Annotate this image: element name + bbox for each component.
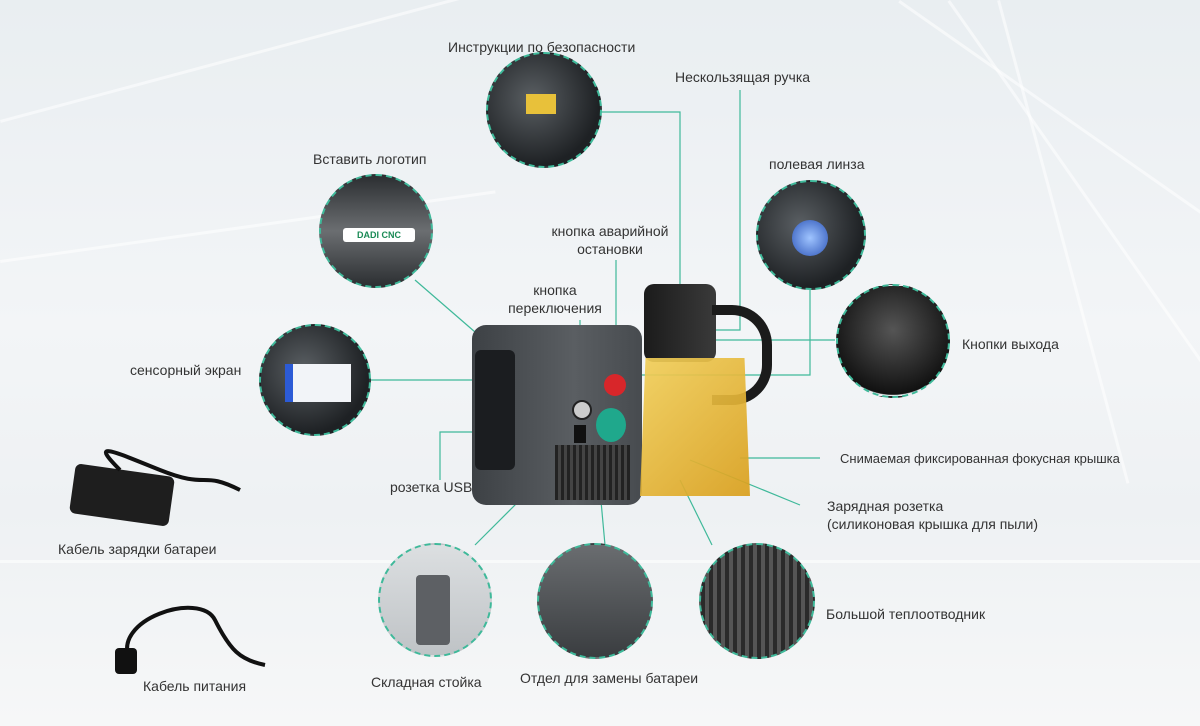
label-touchscreen: сенсорный экран bbox=[130, 362, 242, 378]
logo-detail: DADI CNC bbox=[319, 174, 433, 288]
label-emergency-stop-line1: кнопка аварийной bbox=[551, 223, 669, 239]
laser-handle bbox=[644, 284, 716, 362]
logo-plate: DADI CNC bbox=[343, 228, 415, 242]
label-field-lens: полевая линза bbox=[769, 156, 865, 172]
label-battery-compartment: Отдел для замены батареи bbox=[520, 670, 699, 686]
label-charging-line2: (силиконовая крышка для пыли) bbox=[827, 516, 1039, 532]
label-emergency-stop: кнопка аварийной остановки bbox=[545, 222, 675, 258]
label-usb-socket: розетка USB bbox=[390, 479, 473, 495]
folding-stand-detail bbox=[378, 543, 492, 657]
label-insert-logo: Вставить логотип bbox=[313, 151, 427, 167]
label-charging-line1: Зарядная розетка bbox=[827, 498, 944, 514]
label-charger-cable: Кабель зарядки батареи bbox=[58, 541, 217, 557]
label-focus-cover: Снимаемая фиксированная фокусная крышка bbox=[840, 451, 1120, 466]
label-charging-socket: Зарядная розетка (силиконовая крышка для… bbox=[827, 497, 1038, 533]
label-non-slip-handle: Нескользящая ручка bbox=[675, 69, 811, 85]
heatsink-detail bbox=[699, 543, 815, 659]
emergency-stop-button[interactable] bbox=[604, 374, 626, 396]
label-switch-button: кнопка переключения bbox=[490, 281, 620, 317]
usb-port bbox=[574, 425, 586, 443]
battery-compartment-detail bbox=[537, 543, 653, 659]
knob[interactable] bbox=[596, 408, 626, 442]
heatsink-grille bbox=[555, 445, 630, 500]
switch-button[interactable] bbox=[572, 400, 592, 420]
focus-cover bbox=[640, 358, 750, 496]
power-plug bbox=[115, 648, 137, 674]
label-emergency-stop-line2: остановки bbox=[577, 241, 643, 257]
label-heatsink: Большой теплоотводник bbox=[826, 606, 986, 622]
label-exit-buttons: Кнопки выхода bbox=[962, 336, 1059, 352]
safety-instructions-detail bbox=[486, 52, 602, 168]
label-switch-line2: переключения bbox=[508, 300, 602, 316]
label-switch-line1: кнопка bbox=[533, 282, 577, 298]
label-folding-stand: Складная стойка bbox=[371, 674, 482, 690]
field-lens-detail bbox=[756, 180, 866, 290]
device-front-panel bbox=[475, 350, 515, 470]
exit-buttons-detail bbox=[836, 284, 950, 398]
label-safety-instructions: Инструкции по безопасности bbox=[448, 39, 636, 55]
label-power-cable: Кабель питания bbox=[143, 678, 247, 694]
touchscreen-detail bbox=[259, 324, 371, 436]
